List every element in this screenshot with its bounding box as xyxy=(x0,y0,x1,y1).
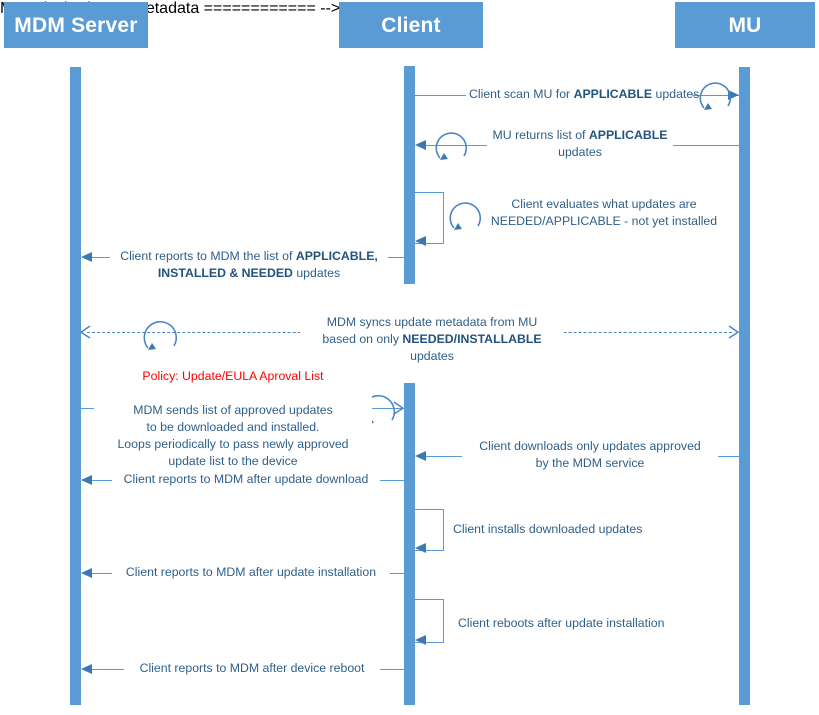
message-label-m4: Client reports to MDM the list of APPLIC… xyxy=(110,248,388,282)
lifeline-mdm-server xyxy=(70,67,81,705)
self-call-bracket-m9 xyxy=(415,509,444,551)
participant-label: MDM Server xyxy=(14,13,138,37)
arrowhead-m8 xyxy=(81,475,92,485)
self-loop-icon-m2 xyxy=(430,122,476,168)
message-label-m11: Client reboots after update installation xyxy=(455,615,681,632)
message-label-m10: Client reports to MDM after update insta… xyxy=(112,564,390,581)
message-label-m9: Client installs downloaded updates xyxy=(450,521,666,538)
participant-header-mdm-server[interactable]: MDM Server xyxy=(4,2,148,48)
arrowhead-m9 xyxy=(415,543,426,553)
participant-label: MU xyxy=(728,13,762,37)
message-label-m12: Client reports to MDM after device reboo… xyxy=(124,660,380,677)
self-loop-icon-m1 xyxy=(694,72,740,118)
arrowhead-m2 xyxy=(415,140,426,150)
arrowhead-m5-right xyxy=(725,325,740,339)
self-call-bracket-m3 xyxy=(415,192,444,244)
self-loop-icon-m3 xyxy=(444,192,490,238)
arrowhead-m11 xyxy=(415,635,426,645)
activation-client-upper xyxy=(404,66,415,284)
arrowhead-m7 xyxy=(415,451,426,461)
arrowhead-m12 xyxy=(81,664,92,674)
self-loop-icon-m5 xyxy=(138,311,186,359)
self-call-bracket-m11 xyxy=(415,599,444,643)
policy-note-m6: Policy: Update/EULA Aproval List xyxy=(142,369,324,383)
arrowhead-m5-left xyxy=(78,325,91,339)
arrowhead-m3 xyxy=(415,236,426,246)
message-label-m8: Client reports to MDM after update downl… xyxy=(112,471,380,488)
arrowhead-m1 xyxy=(728,90,739,100)
message-label-m1: Client scan MU for APPLICABLE updates xyxy=(466,86,699,103)
activation-client-lower xyxy=(404,383,415,705)
lifeline-mu xyxy=(739,67,750,705)
participant-header-mu[interactable]: MU xyxy=(675,2,815,48)
arrowhead-m6 xyxy=(390,401,405,415)
arrowhead-m10 xyxy=(81,568,92,578)
participant-label: Client xyxy=(381,13,441,37)
arrowhead-m4 xyxy=(81,252,92,262)
participant-header-client[interactable]: Client xyxy=(339,2,483,48)
